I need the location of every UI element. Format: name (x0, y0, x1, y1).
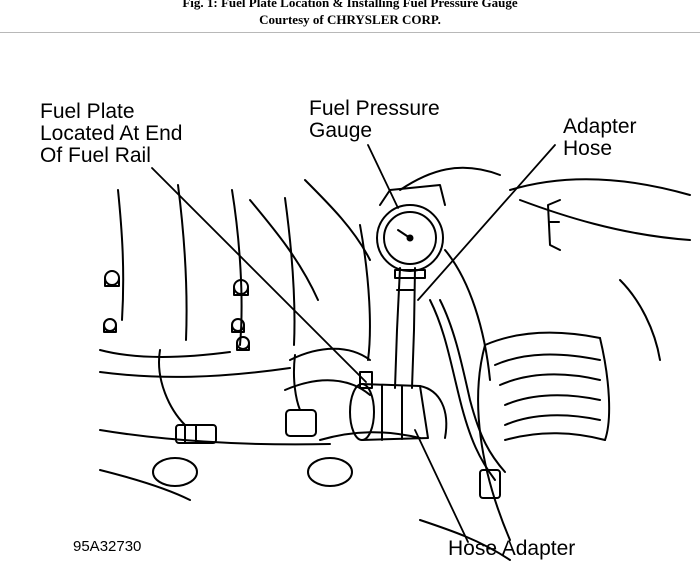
label-adapter-hose: Adapter Hose (563, 116, 637, 160)
leader-lines (151, 144, 556, 543)
label-adapter-hose-line2: Hose (563, 137, 613, 160)
label-fuel-pressure-gauge: Fuel Pressure Gauge (309, 98, 440, 142)
label-fuel-plate-line2: Located At End (40, 122, 183, 145)
right-bracket (509, 178, 691, 361)
air-intake-hose (477, 331, 611, 541)
leader-pressure-gauge (367, 144, 399, 209)
caption-divider (0, 32, 700, 33)
leader-adapter-hose (417, 144, 556, 301)
label-fuel-plate: Fuel Plate Located At End Of Fuel Rail (40, 101, 182, 167)
adapter-hose (394, 267, 416, 389)
engine-outline (99, 166, 511, 561)
label-hose-adapter: Hose Adapter (448, 537, 576, 560)
figure-caption-title: Fig. 1: Fuel Plate Location & Installing… (182, 0, 518, 10)
leader-fuel-plate (151, 167, 367, 383)
label-fuel-plate-line1: Fuel Plate (40, 100, 135, 123)
injector-connectors (152, 349, 353, 487)
figure-caption-credit: Courtesy of CHRYSLER CORP. (259, 12, 441, 27)
leader-hose-adapter (414, 429, 469, 543)
label-fuel-plate-line3: Of Fuel Rail (40, 144, 151, 167)
figure-code: 95A32730 (73, 538, 142, 555)
label-gauge-line1: Fuel Pressure (309, 97, 440, 120)
manifold-bolts (103, 270, 250, 351)
label-gauge-line2: Gauge (309, 119, 373, 142)
fuel-pressure-gauge (376, 184, 446, 279)
hose-adapter-block (349, 371, 448, 441)
label-adapter-hose-line1: Adapter (563, 115, 637, 138)
fuel-hoses (429, 249, 506, 499)
